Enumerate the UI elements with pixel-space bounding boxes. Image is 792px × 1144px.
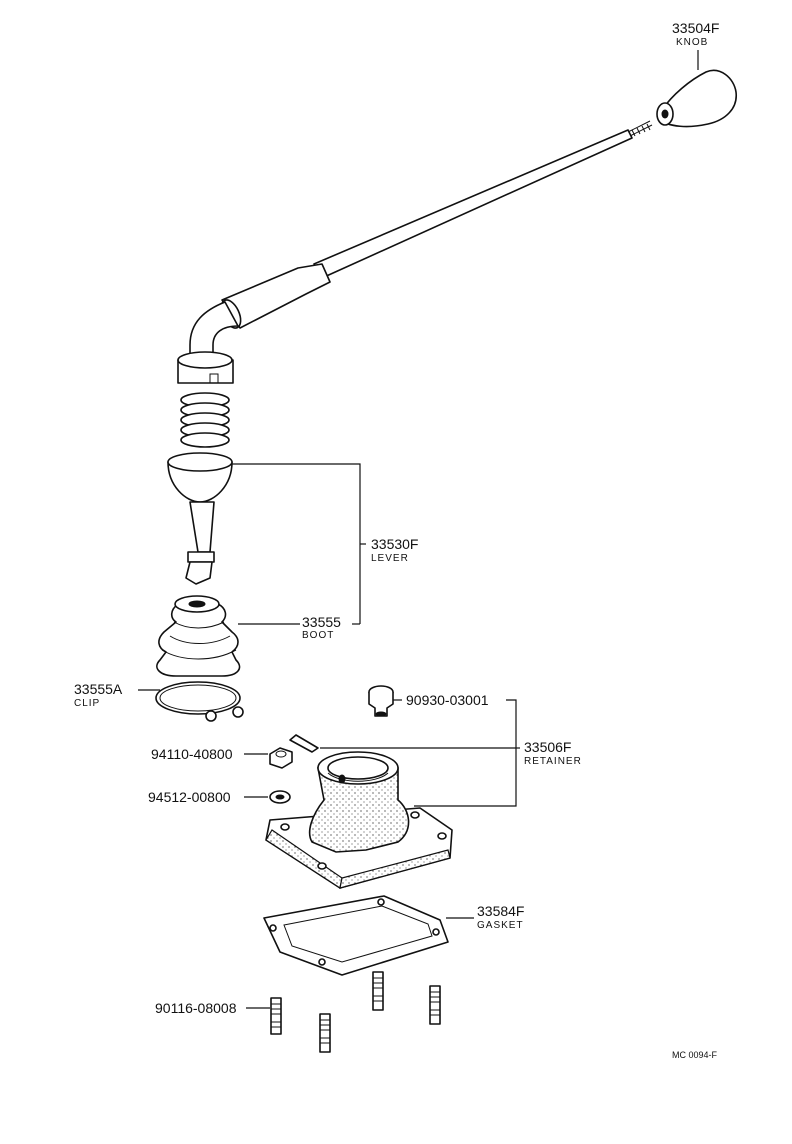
part-labels: 33504F KNOB 33530F LEVER 33555 BOOT 3355… [74,20,719,1060]
plug-part [368,685,394,717]
clip-part-name: CLIP [74,698,100,709]
washer-part-number: 94512-00800 [148,789,231,805]
nut-part-number: 94110-40800 [151,746,233,762]
pin-part [289,734,319,753]
stud-2 [319,1013,331,1053]
lever-part-number: 33530F [371,536,418,552]
stud-parts [270,971,441,1053]
stud-4 [429,985,441,1025]
plug-part-number: 90930-03001 [406,692,489,708]
nut-part [269,747,293,769]
lever-part-name: LEVER [371,553,409,564]
washer-part [269,790,291,804]
diagram-reference-code: MC 0094-F [672,1050,718,1060]
stud-1 [270,997,282,1035]
retainer-part-number: 33506F [524,739,571,755]
knob-part-name: KNOB [676,37,708,48]
clip-part-number: 33555A [74,681,123,697]
retainer-part-name: RETAINER [524,756,582,767]
boot-part-name: BOOT [302,630,334,641]
gasket-part-name: GASKET [477,920,524,931]
boot-part [156,595,241,677]
stud-part-number: 90116-08008 [155,1000,237,1016]
leader-lines [138,50,699,1009]
clip-part [155,681,244,722]
lever-part [167,120,653,585]
boot-part-number: 33555 [302,614,341,630]
stud-3 [372,971,384,1011]
spring-coils [180,392,230,448]
retainer-part [265,751,453,889]
gasket-part-number: 33584F [477,903,524,919]
gasket-part [263,895,449,976]
knob-part [656,69,737,128]
knob-part-number: 33504F [672,20,719,36]
